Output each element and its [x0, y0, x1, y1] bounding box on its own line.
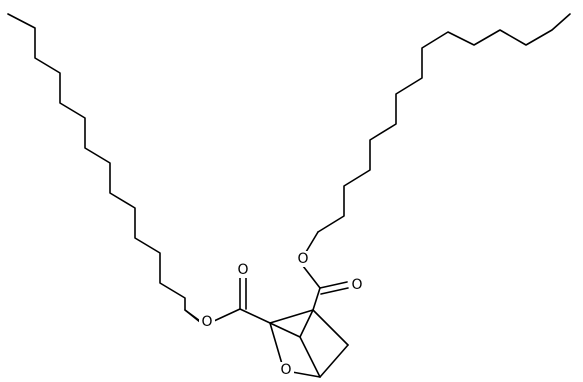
right-carbonyl-double-bond-a	[319, 281, 348, 289]
ring-bond-c2-c6	[299, 309, 314, 338]
left-ester-o-ch2-bond	[184, 309, 201, 322]
right-ester-oxygen-label: O	[297, 251, 308, 267]
left-carbonyl-c-ring-bond	[239, 308, 271, 324]
ring-bond-c1-c6	[269, 322, 301, 338]
left-ester-group	[184, 275, 271, 324]
right-alkyl-chain	[317, 13, 571, 233]
left-alkyl-chain	[7, 13, 201, 323]
left-ester-o-c-bond	[213, 308, 241, 322]
ring-bond-c3-c4	[319, 344, 349, 378]
right-ester-c-o-bond	[302, 265, 321, 289]
right-carbonyl-c-ring-bond	[312, 287, 321, 311]
ring-bond-o-c4	[291, 371, 321, 378]
left-ester-oxygen-label: O	[201, 314, 212, 330]
left-carbonyl-oxygen-label: O	[237, 262, 248, 278]
right-ester-o-ch2-bond	[305, 231, 319, 253]
right-chain-bonds	[317, 13, 571, 233]
ring-bond-c6-c4	[299, 336, 321, 378]
right-carbonyl-double-bond-b	[320, 287, 349, 295]
left-chain-bonds	[7, 13, 201, 323]
ring-bond-c1-c2	[269, 309, 314, 324]
bicyclic-core	[269, 309, 349, 378]
ring-bond-c1-o	[269, 322, 283, 365]
ring-bond-c2-c3	[312, 309, 349, 346]
right-carbonyl-oxygen-label: O	[351, 277, 362, 293]
atom-labels: O O O O O	[199, 251, 365, 378]
right-ester-group	[302, 231, 349, 311]
bridge-oxygen-label: O	[280, 362, 291, 378]
